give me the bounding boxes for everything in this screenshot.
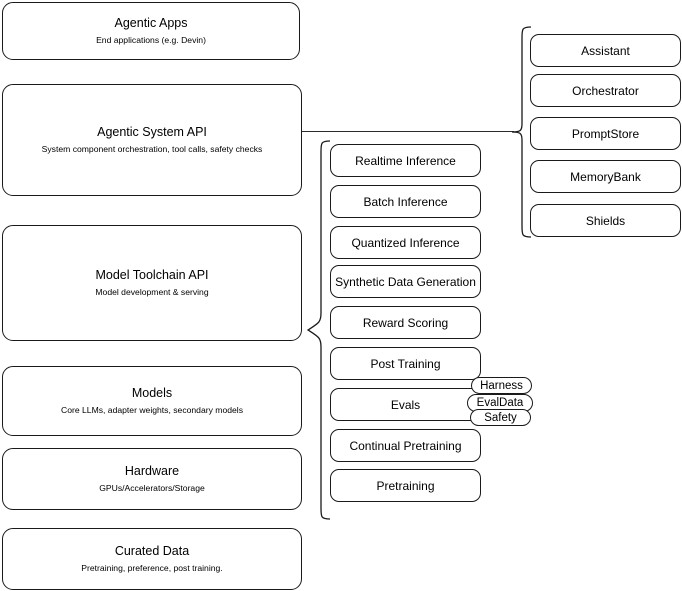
layer-subtitle: End applications (e.g. Devin) xyxy=(96,34,206,45)
component-box-realtime-inference[interactable]: Realtime Inference xyxy=(330,144,481,177)
component-label: Pretraining xyxy=(376,478,435,493)
component-box-post-training[interactable]: Post Training xyxy=(330,347,481,380)
layer-title: Agentic System API xyxy=(97,125,207,140)
component-label: Continual Pretraining xyxy=(349,438,462,453)
component-box-reward-scoring[interactable]: Reward Scoring xyxy=(330,306,481,339)
component-box-quantized-inference[interactable]: Quantized Inference xyxy=(330,226,481,259)
component-label: Post Training xyxy=(370,356,441,371)
evals-subcomponent-safety[interactable]: Safety xyxy=(470,409,531,426)
layer-box-models[interactable]: Models Core LLMs, adapter weights, secon… xyxy=(2,366,302,436)
layer-title: Curated Data xyxy=(114,544,190,559)
layer-box-curated-data[interactable]: Curated Data Pretraining, preference, po… xyxy=(2,528,302,590)
brace-model-toolchain xyxy=(306,140,331,520)
agentic-component-box-shields[interactable]: Shields xyxy=(530,204,681,237)
component-box-synthetic-data-generation[interactable]: Synthetic Data Generation xyxy=(330,265,481,298)
agentic-component-label: Orchestrator xyxy=(572,83,639,98)
agentic-component-box-orchestrator[interactable]: Orchestrator xyxy=(530,74,681,107)
agentic-component-label: PromptStore xyxy=(571,126,640,141)
layer-box-agentic-system-api[interactable]: Agentic System API System component orch… xyxy=(2,84,302,196)
layer-title: Hardware xyxy=(124,464,180,479)
connector-agentic-system-horizontal xyxy=(302,131,514,133)
agentic-component-box-assistant[interactable]: Assistant xyxy=(530,34,681,67)
layer-subtitle: System component orchestration, tool cal… xyxy=(41,143,263,154)
component-label: Realtime Inference xyxy=(355,153,456,168)
layer-box-agentic-apps[interactable]: Agentic Apps End applications (e.g. Devi… xyxy=(2,2,300,60)
agentic-component-label: Assistant xyxy=(581,43,630,58)
layer-box-hardware[interactable]: Hardware GPUs/Accelerators/Storage xyxy=(2,448,302,510)
component-label: Batch Inference xyxy=(363,194,448,209)
layer-subtitle: Pretraining, preference, post training. xyxy=(81,562,223,573)
layer-subtitle: Model development & serving xyxy=(95,286,209,297)
agentic-component-label: Shields xyxy=(585,213,626,228)
component-box-pretraining[interactable]: Pretraining xyxy=(330,469,481,502)
evals-subcomponent-harness[interactable]: Harness xyxy=(471,377,532,394)
component-box-continual-pretraining[interactable]: Continual Pretraining xyxy=(330,429,481,462)
layer-subtitle: GPUs/Accelerators/Storage xyxy=(99,482,205,493)
evals-subcomponent-label: Safety xyxy=(484,411,517,424)
component-label: Evals xyxy=(390,397,421,412)
agentic-component-label: MemoryBank xyxy=(570,169,641,184)
component-label: Reward Scoring xyxy=(362,315,449,330)
layer-title: Models xyxy=(131,386,173,401)
evals-subcomponent-label: Harness xyxy=(480,379,523,392)
layer-subtitle: Core LLMs, adapter weights, secondary mo… xyxy=(61,404,243,415)
component-box-evals[interactable]: Evals xyxy=(330,388,481,421)
layer-title: Model Toolchain API xyxy=(95,268,209,283)
component-label: Synthetic Data Generation xyxy=(335,274,476,289)
agentic-component-box-memorybank[interactable]: MemoryBank xyxy=(530,160,681,193)
layer-box-model-toolchain-api[interactable]: Model Toolchain API Model development & … xyxy=(2,225,302,341)
component-label: Quantized Inference xyxy=(351,235,460,250)
brace-agentic-system xyxy=(511,26,532,238)
evals-subcomponent-label: EvalData xyxy=(476,397,524,409)
layer-title: Agentic Apps xyxy=(114,16,188,31)
component-box-batch-inference[interactable]: Batch Inference xyxy=(330,185,481,218)
agentic-component-box-promptstore[interactable]: PromptStore xyxy=(530,117,681,150)
